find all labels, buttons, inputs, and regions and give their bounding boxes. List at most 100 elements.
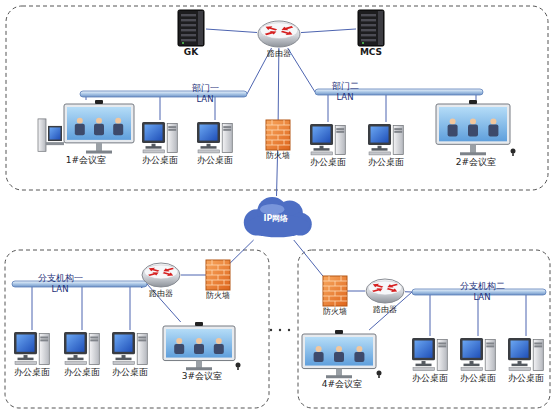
pc-tower: [222, 123, 232, 152]
screen-frame: [436, 104, 510, 144]
node-label: 防火墙: [206, 291, 230, 300]
node-label: 防火墙: [266, 151, 290, 160]
brick-line: [284, 130, 285, 135]
server-slot: [361, 34, 376, 36]
keyboard: [461, 368, 483, 371]
person-body: [448, 124, 458, 136]
desk-icon: [310, 122, 346, 156]
node-label: IP网络: [238, 196, 314, 240]
monitor-base: [146, 146, 162, 149]
node-label: 3#会议室: [182, 371, 222, 382]
monitor-screen: [313, 127, 331, 143]
monitor-base: [416, 364, 432, 367]
pc-drive: [336, 131, 344, 133]
pc-tower: [39, 334, 49, 365]
server-slot: [361, 14, 376, 16]
pc-drive: [223, 126, 231, 128]
laptop-screen: [48, 126, 62, 141]
lan-bar: 部门二 LAN: [315, 80, 483, 104]
desk-icon: [197, 120, 233, 154]
pc-tower: [167, 123, 177, 152]
room-icon: [436, 100, 516, 156]
firewall-body: [266, 120, 290, 150]
pc-tower: [89, 334, 99, 365]
room-icon: [38, 100, 134, 154]
meeting-room-node: 4#会议室: [302, 330, 382, 378]
desk-icon: [508, 336, 544, 372]
network-link: [32, 287, 33, 330]
brick-line: [335, 291, 336, 296]
desk-icon: [460, 336, 496, 372]
server-slot: [181, 19, 196, 21]
person-body: [314, 352, 324, 362]
brick-line: [335, 281, 336, 286]
node-label: MCS: [360, 47, 382, 58]
keyboard: [65, 362, 87, 365]
room-icon: [163, 322, 241, 370]
cloud-highlight: [260, 204, 284, 215]
monitor-screen: [415, 341, 433, 358]
keyboard: [369, 152, 391, 155]
desktop-node: 办公桌面: [112, 330, 148, 366]
camera-unit: [377, 371, 382, 376]
brick-line: [278, 135, 279, 140]
monitor-base: [372, 148, 388, 151]
node-label: 办公桌面: [197, 155, 233, 166]
brick-line: [341, 296, 342, 301]
fw-icon: [206, 260, 230, 290]
screen-stand: [470, 144, 476, 153]
server-slot: [181, 24, 196, 26]
brick-line: [212, 270, 213, 275]
screen-panel: [166, 329, 232, 358]
router-node: 路由器: [365, 278, 405, 304]
monitor-frame: [412, 338, 435, 360]
brick-line: [329, 276, 330, 281]
node-label: 办公桌面: [508, 373, 544, 384]
pc-tower: [137, 334, 147, 365]
person-body: [113, 124, 123, 136]
person-head: [196, 338, 202, 344]
person-head: [77, 118, 83, 124]
server-node: MCS: [356, 10, 386, 46]
fw-icon: [266, 120, 290, 150]
screen-frame: [64, 104, 134, 143]
screen-frame: [302, 334, 376, 369]
node-label: 防火墙: [323, 307, 347, 316]
server-body: [178, 10, 204, 46]
ellipsis-dot: [279, 329, 281, 331]
router-icon: [141, 262, 181, 288]
server-led: [182, 42, 184, 44]
pc-tower: [437, 340, 447, 371]
monitor-base: [116, 358, 132, 361]
brick-line: [284, 140, 285, 145]
monitor-screen: [511, 341, 529, 358]
camera-stand: [378, 375, 380, 378]
monitor-screen: [17, 335, 35, 352]
desktop-node: 办公桌面: [14, 330, 50, 366]
camera-unit: [236, 363, 241, 368]
pc-tower: [533, 340, 543, 371]
node-label: 4#会议室: [322, 379, 362, 390]
firewall-node: 防火墙: [206, 260, 230, 290]
pc-tower: [393, 125, 403, 154]
person-head: [115, 118, 121, 124]
monitor-frame: [14, 332, 37, 354]
pc-drive: [486, 342, 494, 344]
keyboard: [413, 368, 435, 371]
desktop-node: 办公桌面: [142, 120, 178, 154]
lan-bus: [80, 91, 247, 97]
camera-unit: [511, 149, 516, 154]
brick-line: [329, 296, 330, 301]
network-link: [147, 284, 181, 322]
pc-drive: [223, 129, 231, 131]
monitor-screen: [145, 125, 163, 141]
brick-line: [218, 285, 219, 290]
network-link: [526, 295, 527, 336]
server-slot: [181, 39, 196, 41]
network-link: [328, 95, 329, 122]
room-icon: [302, 330, 382, 378]
pc-drive: [438, 342, 446, 344]
desk-icon: [142, 120, 178, 154]
person-head: [176, 338, 182, 344]
